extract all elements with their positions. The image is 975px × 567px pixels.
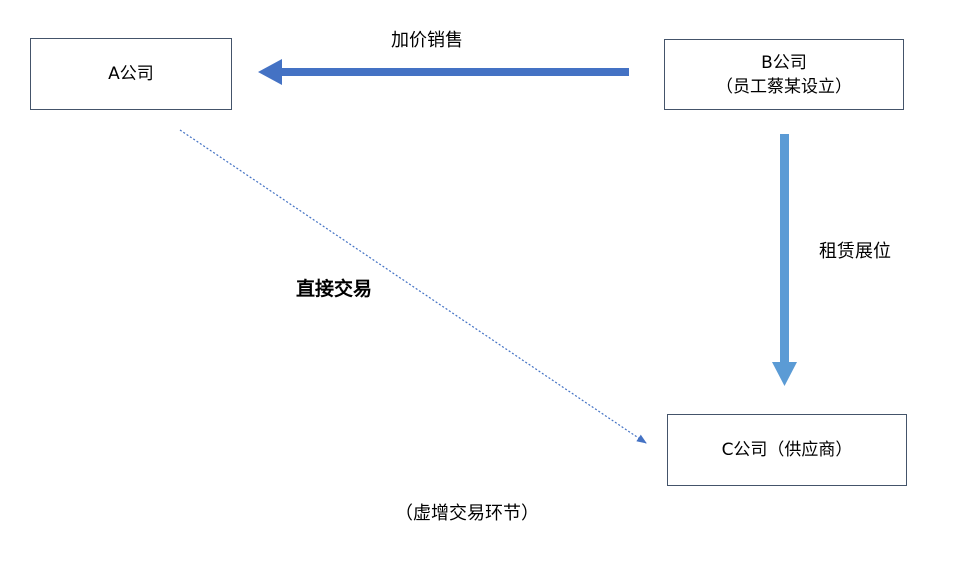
company-b-box: B公司 （员工蔡某设立） <box>664 39 904 110</box>
edge-label-markup-sale: 加价销售 <box>391 30 463 51</box>
company-a-box: A公司 <box>30 38 232 110</box>
company-c-label: C公司（供应商） <box>721 440 853 460</box>
arrow-a-to-c-dotted <box>179 129 647 444</box>
company-b-sublabel: （员工蔡某设立） <box>716 76 852 97</box>
arrow-b-to-c <box>772 134 797 386</box>
company-b-label: B公司 <box>761 52 807 73</box>
company-a-label: A公司 <box>108 64 154 84</box>
company-c-box: C公司（供应商） <box>667 414 907 486</box>
edge-label-booth-lease: 租赁展位 <box>819 241 891 262</box>
note-fictitious-step: （虚增交易环节） <box>395 503 539 524</box>
edge-label-direct-trade: 直接交易 <box>296 278 373 300</box>
arrow-b-to-a <box>258 59 629 85</box>
